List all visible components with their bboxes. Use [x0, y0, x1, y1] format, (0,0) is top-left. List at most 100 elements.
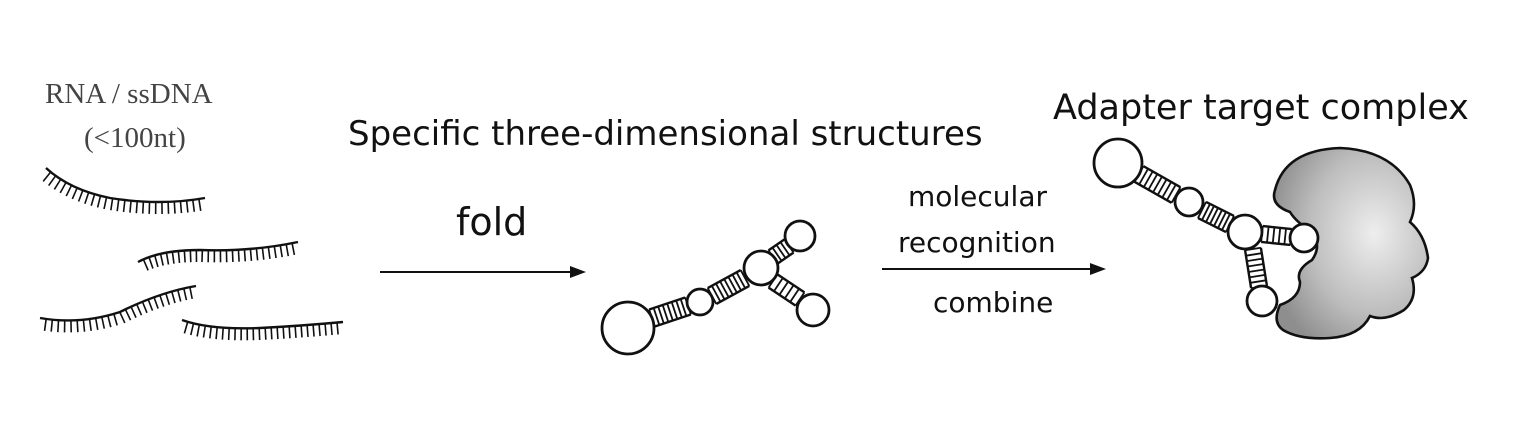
strand-base	[270, 327, 273, 340]
strand-base	[324, 323, 327, 336]
base-pair	[727, 276, 738, 294]
base-pair	[779, 241, 791, 256]
strand-base	[48, 175, 57, 187]
base-pair	[784, 284, 795, 299]
strand-base	[179, 201, 183, 214]
strand-base	[196, 324, 201, 337]
base-pair	[675, 300, 683, 318]
strand-base	[148, 256, 154, 269]
base-pair	[739, 269, 751, 287]
strand-base	[76, 320, 79, 333]
strand-base	[57, 320, 60, 333]
strand-base	[221, 327, 224, 340]
base-pair	[775, 244, 787, 259]
base-pair	[1209, 207, 1219, 225]
base-pair	[661, 304, 670, 323]
strand-base	[159, 294, 165, 307]
fold-arrow	[380, 266, 586, 278]
strand-base	[198, 198, 202, 211]
stem-strand	[1262, 224, 1292, 231]
base-pair	[723, 278, 734, 296]
strand-base	[300, 325, 303, 338]
strand-base	[165, 252, 170, 265]
strand-base	[285, 244, 290, 257]
base-pair	[1205, 205, 1215, 223]
bound-aptamer	[1092, 137, 1320, 318]
strand-base	[153, 255, 159, 268]
base-pair	[731, 274, 742, 291]
strand-base	[153, 296, 159, 309]
base-pair	[711, 285, 722, 303]
strand-base	[88, 318, 92, 331]
base-pair	[1166, 184, 1177, 201]
base-pair	[1271, 227, 1276, 244]
strand-base	[189, 286, 193, 300]
strand-base	[176, 289, 182, 302]
strand-base	[202, 325, 207, 338]
strand-base	[124, 309, 132, 321]
structures-label: Specific three-dimensional structures	[348, 114, 983, 154]
single-strand-2	[137, 240, 299, 264]
strand-base	[71, 187, 78, 200]
base-pair	[1248, 268, 1265, 273]
strand-base	[336, 322, 339, 335]
strand-base	[122, 199, 126, 213]
stem-strand	[776, 273, 806, 294]
base-pair	[1156, 178, 1168, 196]
base-pair	[1250, 279, 1267, 284]
single-strand-4	[181, 318, 344, 330]
aptamer-terminal-loop	[600, 300, 656, 356]
complex-label: Adapter target complex	[1053, 88, 1469, 128]
strand-base	[294, 325, 297, 338]
aptamer-junction-loop	[742, 249, 780, 287]
strand-base	[129, 200, 132, 213]
strand-base	[282, 326, 285, 339]
strand-base	[141, 201, 145, 214]
strand-base	[171, 251, 175, 264]
base-pair	[679, 298, 688, 317]
base-pair	[1247, 263, 1264, 268]
base-pair	[773, 277, 784, 292]
base-pair	[657, 306, 665, 324]
strand-base	[165, 293, 171, 305]
aptamer-hairpin-loop-upper	[783, 219, 817, 253]
base-pair	[1138, 168, 1149, 185]
aptamer-hairpin-loop-lower	[795, 292, 831, 328]
strand-base	[135, 303, 143, 316]
fold-label: fold	[456, 200, 528, 244]
stem-strand	[767, 286, 797, 307]
strand-base	[288, 326, 291, 339]
strand-base	[84, 192, 90, 204]
bound-internal-loop	[1173, 186, 1205, 218]
strand-base	[279, 245, 283, 258]
strand-base	[183, 288, 188, 301]
strand-base	[119, 311, 126, 324]
strand-base	[264, 327, 267, 340]
strand-base	[177, 250, 181, 264]
base-pair	[1152, 176, 1163, 193]
strand-base	[113, 313, 118, 326]
single-strand-1	[45, 167, 206, 204]
bound-junction-loop	[1226, 213, 1264, 251]
base-pair	[1283, 228, 1287, 245]
strand-base	[116, 199, 120, 212]
base-pair	[1143, 170, 1154, 188]
single-strand-3	[39, 284, 197, 322]
strand-base	[291, 243, 296, 256]
strand-base	[43, 318, 47, 331]
bound-stem-ladders	[1133, 165, 1293, 290]
stem-strand	[1259, 247, 1269, 286]
base-pair	[1201, 203, 1211, 221]
strand-base	[65, 184, 73, 197]
strand-base	[101, 316, 106, 329]
strand-base	[59, 182, 67, 194]
stem-ladders	[648, 238, 806, 328]
strand-base	[249, 248, 253, 261]
base-pair	[1147, 173, 1159, 191]
base-pair	[771, 247, 783, 262]
base-pair	[1161, 181, 1172, 199]
strand-base	[215, 327, 219, 340]
strand-base	[227, 327, 230, 341]
strand-base	[261, 247, 265, 260]
